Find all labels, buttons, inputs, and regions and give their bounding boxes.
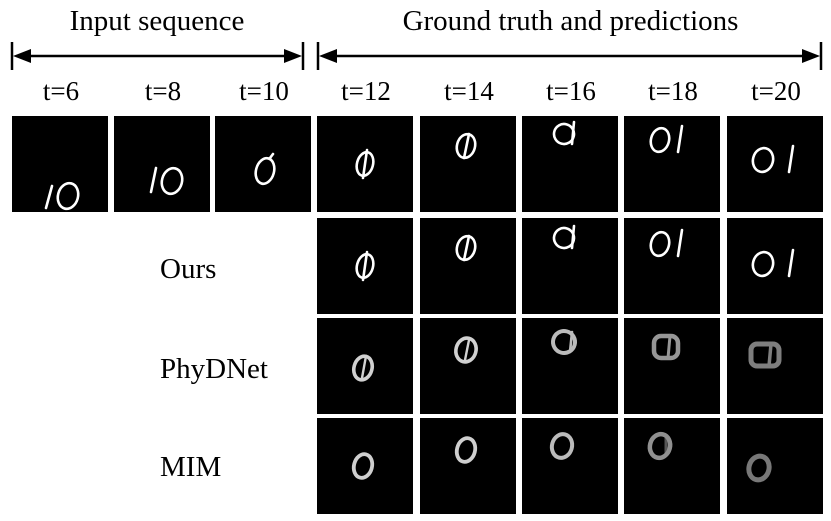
time-label-t10: t=10 [239, 76, 289, 106]
time-label-t6: t=6 [42, 76, 80, 106]
ours-frame-t18 [624, 218, 720, 314]
time-label-t8: t=8 [144, 76, 182, 106]
mim-frame-t20 [727, 418, 823, 514]
ours-frame-t16 [522, 218, 618, 314]
mim-frame-t16 [522, 418, 618, 514]
input-frame-t6 [12, 116, 108, 212]
row-label-ours: Ours [160, 253, 217, 285]
ours-frame-t12 [317, 218, 413, 314]
truth-frame-t20 [727, 116, 823, 212]
truth-frame-t14 [420, 116, 516, 212]
time-label-t14: t=14 [444, 76, 494, 106]
mim-frame-t18 [624, 418, 720, 514]
time-label-t18: t=18 [648, 76, 698, 106]
input-frame-t10 [215, 116, 311, 212]
time-label-t12: t=12 [341, 76, 391, 106]
input-sequence-label: Input sequence [69, 5, 245, 37]
phydnet-frame-t18 [624, 318, 720, 414]
ours-frame-t20 [727, 218, 823, 314]
truth-frame-t12 [317, 116, 413, 212]
ground-truth-label: Ground truth and predictions [402, 5, 739, 37]
input-frame-t8 [114, 116, 210, 212]
mim-frame-t12 [317, 418, 413, 514]
time-label-t20: t=20 [751, 76, 801, 106]
header-arrows [10, 42, 823, 70]
truth-frame-t18 [624, 116, 720, 212]
phydnet-frame-t14 [420, 318, 516, 414]
row-label-phydnet: PhyDNet [160, 353, 268, 385]
phydnet-frame-t16 [522, 318, 618, 414]
row-label-mim: MIM [160, 451, 222, 483]
time-label-t16: t=16 [546, 76, 596, 106]
phydnet-frame-t20 [727, 318, 823, 414]
input-sequence-arrow [10, 42, 305, 70]
ground-truth-arrow [316, 42, 823, 70]
ours-frame-t14 [420, 218, 516, 314]
truth-frame-t16 [522, 116, 618, 212]
mim-frame-t14 [420, 418, 516, 514]
phydnet-frame-t12 [317, 318, 413, 414]
